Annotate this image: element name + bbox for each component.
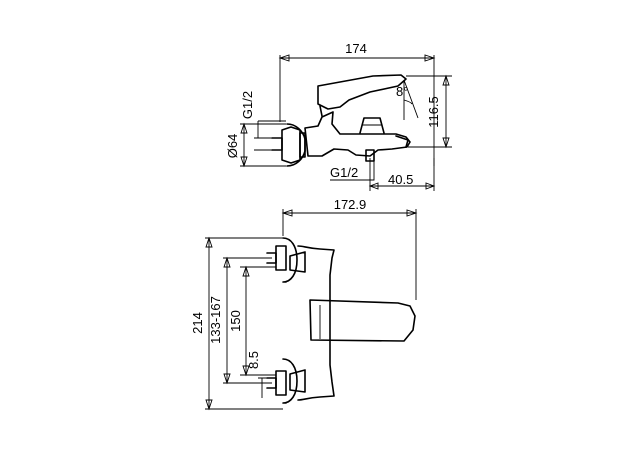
dim-thread-top: G1/2 (240, 91, 255, 119)
dim-centers: 150 (228, 310, 243, 332)
front-view (205, 209, 418, 411)
dim-centers-range: 133-167 (208, 296, 223, 344)
dim-side-width: 174 (345, 41, 367, 56)
dim-thread-bottom: G1/2 (330, 165, 358, 180)
dim-spout-offset: 40.5 (388, 172, 413, 187)
dim-spout-angle: 8° (396, 84, 408, 99)
dim-flange-diameter: Ø64 (225, 134, 240, 159)
dim-front-height: 214 (190, 312, 205, 334)
dim-front-width: 172.9 (334, 197, 367, 212)
dim-nut-offset: 8.5 (246, 351, 261, 369)
dim-side-height: 116.5 (426, 96, 441, 128)
side-view (240, 54, 452, 191)
